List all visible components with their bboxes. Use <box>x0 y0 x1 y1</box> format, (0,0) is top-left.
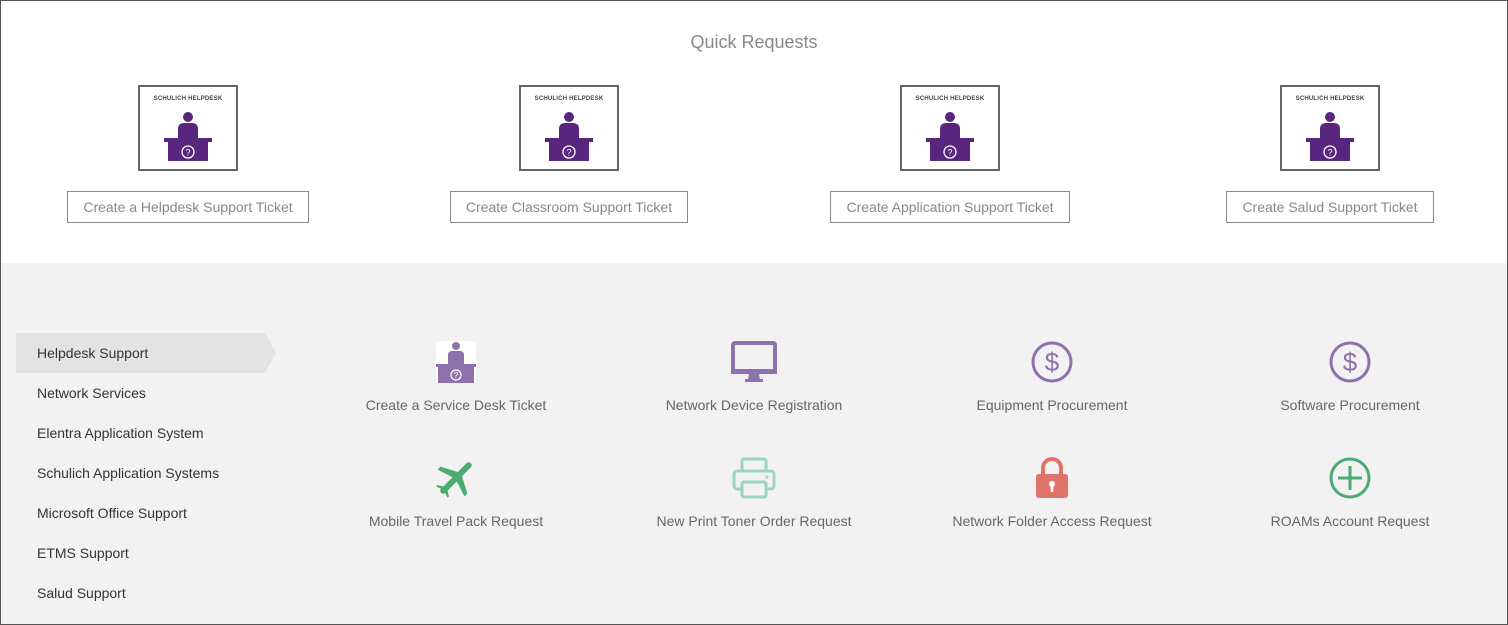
helpdesk-image[interactable]: SCHULICH HELPDESK? <box>900 85 1000 171</box>
svg-text:?: ? <box>566 148 571 158</box>
svg-text:?: ? <box>454 371 459 380</box>
roams-account-request[interactable]: ROAMs Account Request <box>1200 455 1500 529</box>
helpdesk-icon: ? <box>164 112 212 161</box>
sidebar-item-helpdesk-support[interactable]: Helpdesk Support <box>16 333 276 373</box>
quick-requests-title: Quick Requests <box>690 32 818 52</box>
software-procurement[interactable]: $ Software Procurement <box>1200 339 1500 413</box>
helpdesk-icon: ? <box>436 341 476 383</box>
sidebar-item-salud[interactable]: Salud Support <box>37 585 126 601</box>
printer-icon <box>732 457 776 499</box>
quick-helpdesk: SCHULICH HELPDESK? Create a Helpdesk Sup… <box>38 85 338 223</box>
category-sidebar: Helpdesk Support Network Services Elentr… <box>16 333 278 613</box>
svg-text:$: $ <box>1045 347 1060 377</box>
monitor-icon <box>731 341 777 382</box>
equipment-procurement[interactable]: $ Equipment Procurement <box>902 339 1202 413</box>
sidebar-item-etms[interactable]: ETMS Support <box>37 545 129 561</box>
svg-text:?: ? <box>947 148 952 158</box>
print-toner-order[interactable]: New Print Toner Order Request <box>604 455 904 529</box>
network-device-registration[interactable]: Network Device Registration <box>604 339 904 413</box>
create-helpdesk-ticket-button[interactable]: Create a Helpdesk Support Ticket <box>67 191 309 223</box>
svg-text:?: ? <box>1327 148 1332 158</box>
network-folder-access[interactable]: Network Folder Access Request <box>902 455 1202 529</box>
helpdesk-image[interactable]: SCHULICH HELPDESK? <box>1280 85 1380 171</box>
sidebar-item-microsoft-office[interactable]: Microsoft Office Support <box>37 505 187 521</box>
dollar-icon: $ <box>1329 341 1371 383</box>
plus-circle-icon <box>1329 457 1371 499</box>
quick-salud: SCHULICH HELPDESK? Create Salud Support … <box>1180 85 1480 223</box>
helpdesk-image[interactable]: SCHULICH HELPDESK? <box>519 85 619 171</box>
helpdesk-image[interactable]: SCHULICH HELPDESK? <box>138 85 238 171</box>
airplane-icon <box>436 462 472 498</box>
helpdesk-icon: ? <box>545 112 593 161</box>
quick-requests-section: Quick Requests SCHULICH HELPDESK? Create… <box>1 1 1507 263</box>
sidebar-item-schulich-app-systems[interactable]: Schulich Application Systems <box>37 465 220 481</box>
quick-classroom: SCHULICH HELPDESK? Create Classroom Supp… <box>419 85 719 223</box>
create-classroom-ticket-button[interactable]: Create Classroom Support Ticket <box>449 191 689 223</box>
service-desk-ticket[interactable]: ? Create a Service Desk Ticket <box>306 339 606 413</box>
service-catalog: Helpdesk Support Network Services Elentr… <box>1 263 1507 624</box>
helpdesk-icon: ? <box>926 112 974 161</box>
quick-application: SCHULICH HELPDESK? Create Application Su… <box>800 85 1100 223</box>
sidebar-item-elentra[interactable]: Elentra Application System <box>37 425 204 441</box>
lock-icon <box>1036 457 1068 498</box>
helpdesk-icon: ? <box>1306 112 1354 161</box>
svg-text:$: $ <box>1343 347 1358 377</box>
sidebar-item-network-services[interactable]: Network Services <box>37 385 146 401</box>
svg-text:?: ? <box>185 148 190 158</box>
create-salud-ticket-button[interactable]: Create Salud Support Ticket <box>1226 191 1434 223</box>
dollar-icon: $ <box>1031 341 1073 383</box>
mobile-travel-pack[interactable]: Mobile Travel Pack Request <box>306 455 606 529</box>
create-application-ticket-button[interactable]: Create Application Support Ticket <box>830 191 1070 223</box>
